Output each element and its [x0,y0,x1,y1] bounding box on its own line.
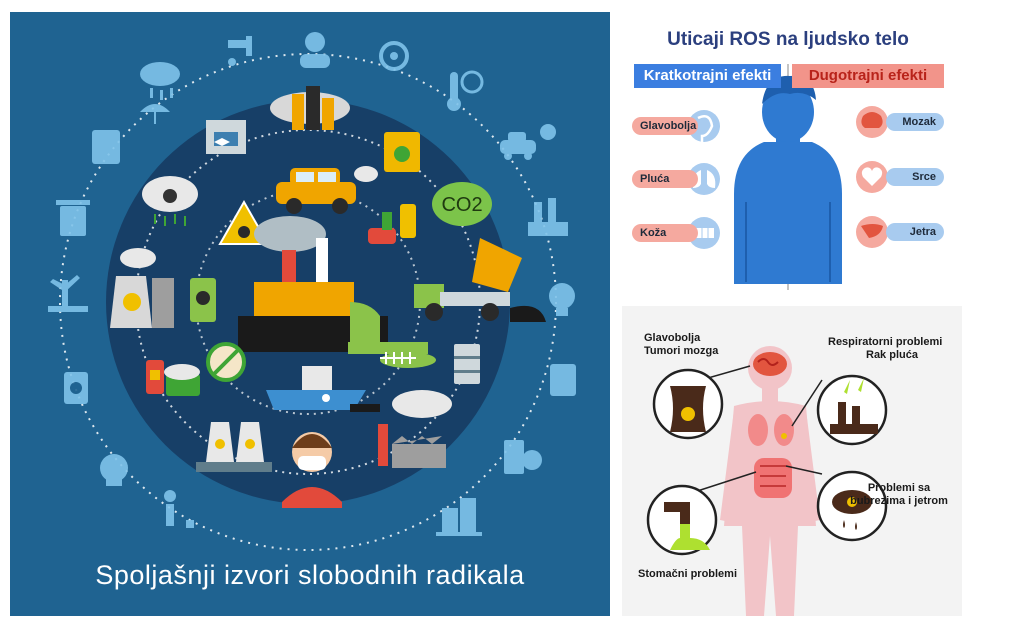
short-effect-lungs: Pluća [632,170,698,188]
long-term-header: Dugotrajni efekti [792,64,944,88]
car-exhaust-icon [500,124,556,160]
label-stomach-line1: Stomačni problemi [638,568,738,580]
label-head-line1: Glavobolja [644,332,701,344]
label-stomach: Stomačni problemi [638,568,737,581]
thermometer-icon [447,70,484,111]
anatomy-illustration [646,346,888,616]
nuclear-cooling-towers-icon [196,422,272,472]
intestines-organ-icon [754,458,792,498]
dead-tree-icon [48,275,88,312]
toxic-cloud-icon [142,176,198,226]
brain-organ-icon [753,352,787,376]
biohazard-icon [379,41,409,71]
label-lungs: Respiratorni problemi Rak pluća [828,336,942,362]
chemical-containers-icon [550,364,576,396]
heart-icon [856,161,888,193]
building-icon [436,498,482,536]
skull-icon [100,454,128,486]
short-effect-headache: Glavobolja [632,117,698,135]
lungs-organ-icon [748,414,794,446]
polluted-factory-icon [206,120,246,154]
ros-effects-panel: Uticaji ROS na ljudsko telo Kratkotrajni… [622,12,954,292]
factory-outline-icon [528,198,568,236]
pollution-illustration: CO2 [48,32,576,551]
radioactive-barrel-icon [64,372,88,404]
person-mask-icon [300,32,330,68]
gas-pump-icon [504,440,542,474]
co2-label: CO2 [441,194,482,216]
body-illustration [688,64,888,290]
lightbulb-icon [549,283,575,316]
nuclear-plant-icon [110,248,174,328]
oil-drum-icon [454,344,480,384]
label-lungs-line2: Rak pluća [866,349,918,361]
label-kidney-line1: Problemi sa [867,482,931,494]
lungs-icon [688,163,720,195]
litter-person-icon [164,490,194,528]
taxi-car-icon [276,166,378,214]
acid-rain-cloud-icon [140,62,180,100]
health-problems-panel: Glavobolja Tumori mozga Respiratorni pro… [622,306,962,616]
short-term-header: Kratkotrajni efekti [634,64,781,88]
label-head-line2: Tumori mozga [644,345,719,357]
long-effect-heart: Srce [886,168,944,186]
short-effect-skin: Koža [632,224,698,242]
liver-icon [856,216,888,248]
no-food-icon [206,342,246,382]
label-kidney-line2: bubrezima i jetrom [850,495,948,507]
long-effect-liver: Jetra [886,223,944,241]
radioactive-barrel-icon [190,278,216,322]
label-head: Glavobolja Tumori mozga [644,332,718,358]
pipe-discharge-icon [646,484,718,556]
head-icon [688,110,720,142]
brain-icon [856,106,888,138]
dump-truck-icon [414,238,546,322]
ship-icon [266,366,380,412]
chemical-bottles-icon [368,204,416,244]
ros-title: Uticaji ROS na ljudsko telo [667,29,909,50]
pollution-sources-panel: CO2 [10,12,610,616]
label-lungs-line1: Respiratorni problemi [828,336,943,348]
fish-skeleton-icon [380,352,436,368]
masked-person-icon [282,432,342,508]
human-body-icon [734,75,842,284]
factory-smoke-icon [816,374,888,446]
trash-bin-icon [56,200,90,236]
long-effect-brain: Mozak [886,113,944,131]
nuclear-tower-icon [652,368,724,440]
gas-canister-icon [92,130,120,164]
chemical-containers-icon [146,360,200,396]
left-caption: Spoljašnji izvori slobodnih radikala [95,560,525,590]
umbrella-icon [140,104,170,124]
label-kidney: Problemi sa bubrezima i jetrom [840,482,958,508]
water-tap-icon [228,36,252,66]
toxic-waste-icon [348,302,428,354]
co2-cloud-icon: CO2 [432,182,492,226]
industrial-plant-icon [378,390,452,468]
fuel-canister-icon [384,132,420,172]
city-smog-icon [270,86,350,130]
toxic-rain-cloud-icon [816,470,888,542]
